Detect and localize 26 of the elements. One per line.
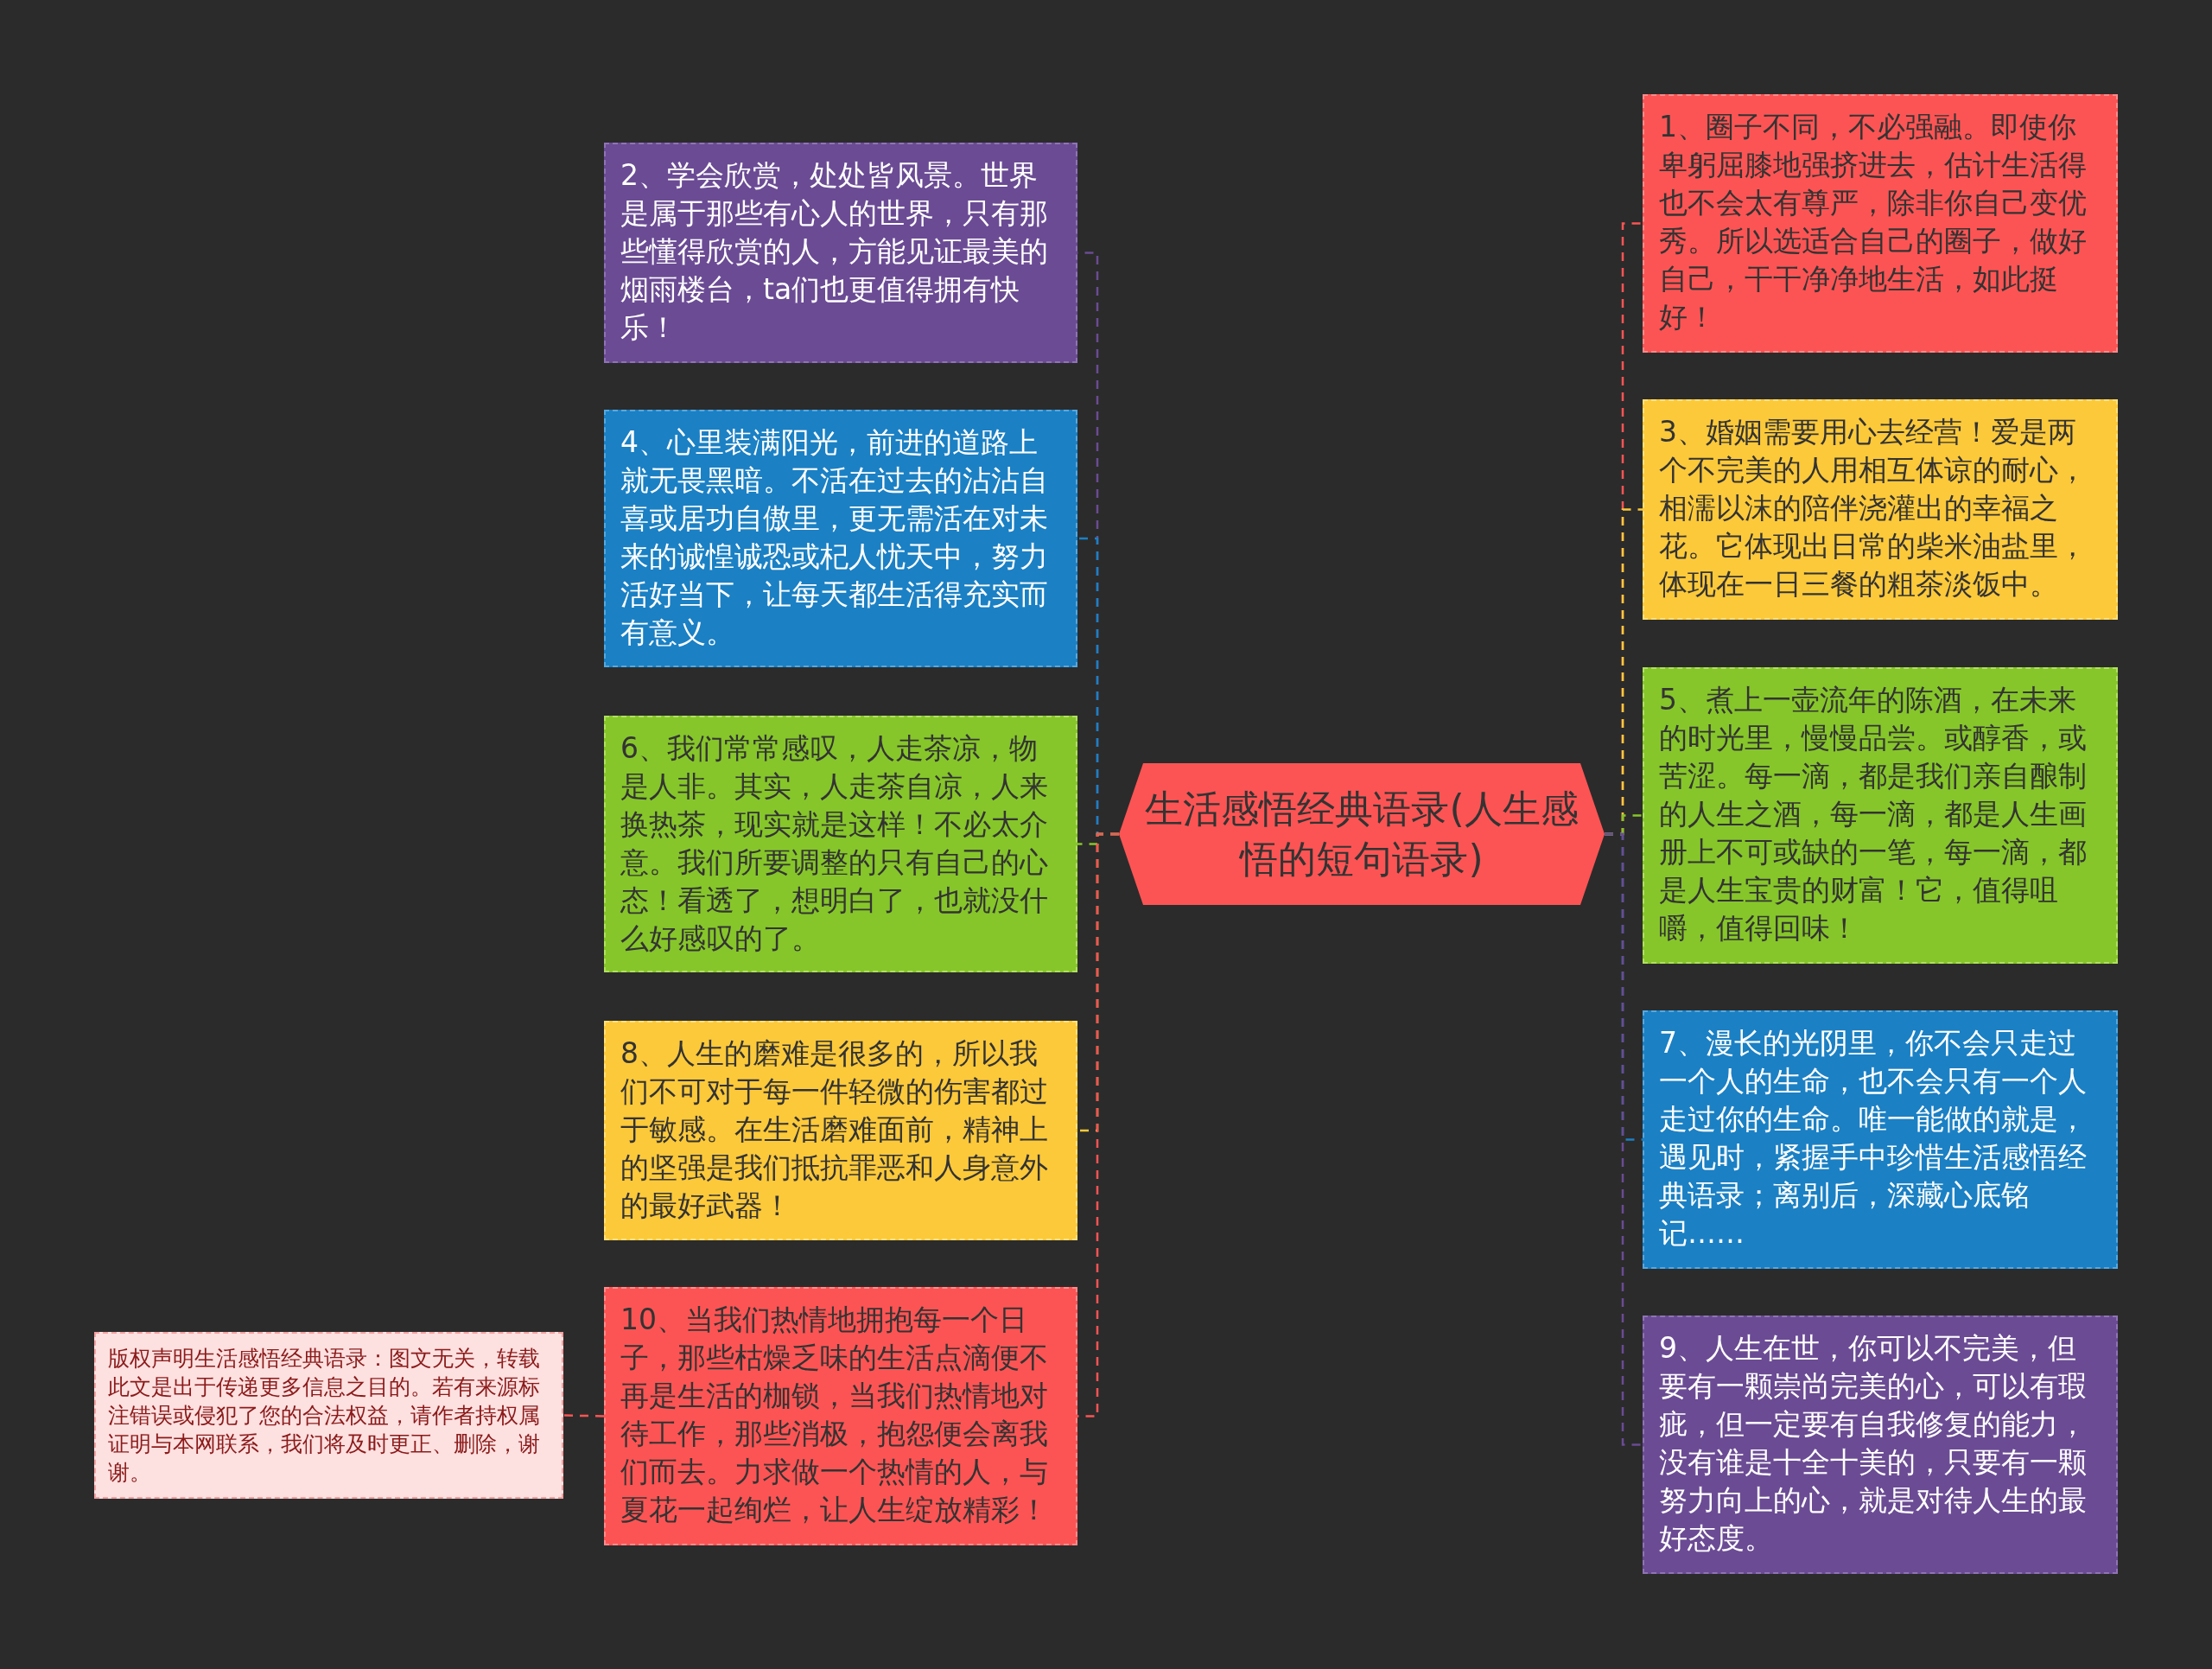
quote-text: 5、煮上一壶流年的陈酒，在未来的时光里，慢慢品尝。或醇香，或苦涩。每一滴，都是我们亲自酿制的人生之酒，每一滴，都是人生画册上不可或缺的一笔，每一滴，都是人生宝贵的财富！它，值得咀嚼，值得回味！: [1659, 682, 2088, 946]
quote-box: [604, 1021, 1077, 1240]
topic-hexagon: [1119, 763, 1605, 905]
quote-box: [604, 410, 1077, 667]
quote-box: [604, 1287, 1077, 1545]
quote-box: [1643, 1010, 2118, 1269]
quote-text: 1、圈子不同，不必强融。即使你卑躬屈膝地强挤进去，估计生活得也不会太有尊严，除非你自己变优秀。所以选适合自己的圈子，做好自己，干干净净地生活，如此挺好！: [1659, 109, 2088, 335]
quote-text: 8、人生的磨难是很多的，所以我们不可对于每一件轻微的伤害都过于敏感。在生活磨难面前，精神上的坚强是我们抵抗罪恶和人身意外的最好武器！: [620, 1035, 1049, 1224]
quote-box: [1643, 1315, 2118, 1574]
quote-text: 7、漫长的光阴里，你不会只走过一个人的生命，也不会只有一个人走过你的生命。唯一能做的就是，遇见时，紧握手中珍惜生活感悟经典语录；离别后，深藏心底铭记……: [1659, 1025, 2088, 1252]
copyright-text: 版权声明生活感悟经典语录：图文无关，转载此文是出于传递更多信息之目的。若有来源标注错误或侵犯了您的合法权益，请作者持权属证明与本网联系，我们将及时更正、删除，谢谢。: [108, 1345, 541, 1487]
quote-text: 4、心里装满阳光，前进的道路上就无畏黑暗。不活在过去的沾沾自喜或居功自傲里，更无需活在对未来的诚惶诚恐或杞人忧天中，努力活好当下，让每天都生活得充实而有意义。: [620, 424, 1049, 651]
quote-box: [604, 716, 1077, 972]
quote-text: 3、婚姻需要用心去经营！爱是两个不完美的人用相互体谅的耐心，相濡以沫的陪伴浇灌出的幸福之花。它体现出日常的柴米油盐里，体现在一日三餐的粗茶淡饭中。: [1659, 414, 2088, 602]
note-box: [94, 1332, 563, 1499]
connector-line: [563, 1414, 605, 1417]
topic-text: 生活感悟经典语录(人生感悟的短句语录): [1145, 786, 1579, 882]
quote-box: [604, 143, 1077, 363]
quote-text: 2、学会欣赏，处处皆风景。世界是属于那些有心人的世界，只有那些懂得欣赏的人，方能见证最美的烟雨楼台，ta们也更值得拥有快乐！: [620, 157, 1049, 346]
connector-line: [1605, 832, 1643, 1446]
quote-box: [1643, 399, 2118, 620]
quote-text: 10、当我们热情地拥抱每一个日子，那些枯燥乏味的生活点滴便不再是生活的枷锁，当我们热情地对待工作，那些消极，抱怨便会离我们而去。力求做一个热情的人，与夏花一起绚烂，让人生绽放精彩！: [620, 1302, 1049, 1528]
quote-text: 6、我们常常感叹，人走茶凉，物是人非。其实，人走茶自凉，人来换热茶，现实就是这样！不必太介意。我们所要调整的只有自己的心态！看透了，想明白了，也就没什么好感叹的了。: [620, 730, 1049, 957]
quote-box: [1643, 667, 2118, 964]
quote-text: 9、人生在世，你可以不完美，但要有一颗崇尚完美的心，可以有瑕疵，但一定要有自我修复的能力，没有谁是十全十美的，只要有一颗努力向上的心，就是对待人生的最好态度。: [1659, 1330, 2088, 1557]
quote-box: [1643, 94, 2118, 353]
